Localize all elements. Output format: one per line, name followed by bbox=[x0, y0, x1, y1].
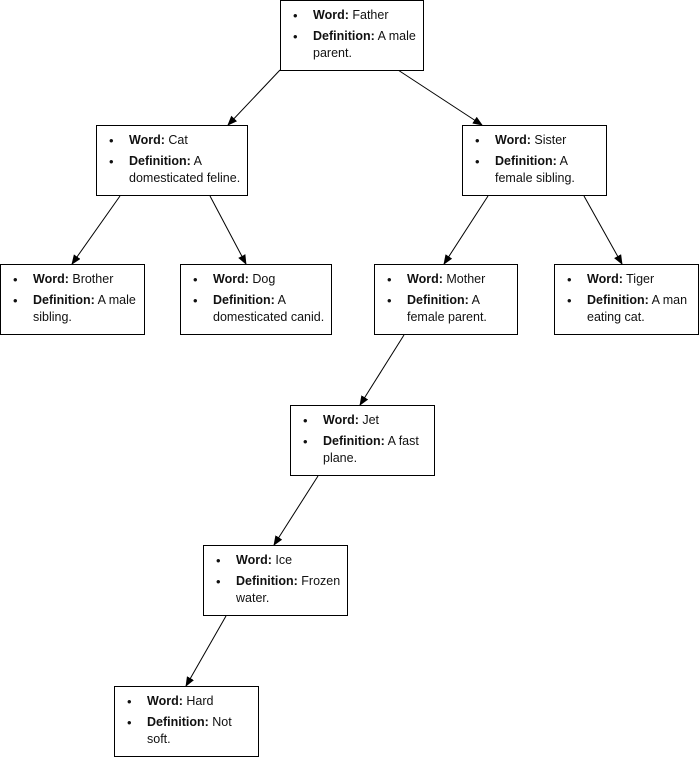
definition-line: Definition: A domesticated feline. bbox=[107, 153, 241, 187]
definition-value: A fast plane. bbox=[323, 434, 419, 465]
word-line: Word: Sister bbox=[473, 132, 600, 149]
definition-value: Frozen water. bbox=[236, 574, 341, 605]
word-label: Word: bbox=[236, 553, 272, 567]
word-label: Word: bbox=[213, 272, 249, 286]
definition-line: Definition: A domesticated canid. bbox=[191, 292, 325, 326]
word-label: Word: bbox=[313, 8, 349, 22]
word-line: Word: Hard bbox=[125, 693, 252, 710]
word-value: Brother bbox=[72, 272, 114, 286]
definition-label: Definition: bbox=[33, 293, 95, 307]
edge-sister-to-tiger bbox=[583, 195, 623, 265]
edge-father-to-sister bbox=[397, 69, 483, 126]
definition-line: Definition: A male parent. bbox=[291, 28, 417, 62]
word-line: Word: Dog bbox=[191, 271, 325, 288]
definition-value: A female parent. bbox=[407, 293, 487, 324]
word-line: Word: Tiger bbox=[565, 271, 692, 288]
word-label: Word: bbox=[33, 272, 69, 286]
edge-cat-to-brother bbox=[71, 195, 121, 265]
definition-value: A male sibling. bbox=[33, 293, 136, 324]
edge-mother-to-jet bbox=[359, 334, 405, 406]
node-father: Word: Father Definition: A male parent. bbox=[280, 0, 424, 71]
word-value: Mother bbox=[446, 272, 486, 286]
definition-line: Definition: A female sibling. bbox=[473, 153, 600, 187]
word-line: Word: Brother bbox=[11, 271, 138, 288]
node-tiger: Word: Tiger Definition: A man eating cat… bbox=[554, 264, 699, 335]
node-hard: Word: Hard Definition: Not soft. bbox=[114, 686, 259, 757]
definition-value: Not soft. bbox=[147, 715, 232, 746]
word-label: Word: bbox=[129, 133, 165, 147]
definition-label: Definition: bbox=[213, 293, 275, 307]
node-jet: Word: Jet Definition: A fast plane. bbox=[290, 405, 435, 476]
definition-label: Definition: bbox=[129, 154, 191, 168]
word-label: Word: bbox=[587, 272, 623, 286]
definition-line: Definition: A male sibling. bbox=[11, 292, 138, 326]
word-label: Word: bbox=[495, 133, 531, 147]
definition-label: Definition: bbox=[587, 293, 649, 307]
word-line: Word: Ice bbox=[214, 552, 341, 569]
edge-ice-to-hard bbox=[185, 615, 227, 687]
node-mother: Word: Mother Definition: A female parent… bbox=[374, 264, 518, 335]
definition-label: Definition: bbox=[313, 29, 375, 43]
definition-value: A domesticated feline. bbox=[129, 154, 241, 185]
definition-line: Definition: A female parent. bbox=[385, 292, 511, 326]
word-value: Jet bbox=[362, 413, 380, 427]
word-value: Cat bbox=[168, 133, 188, 147]
definition-line: Definition: Not soft. bbox=[125, 714, 252, 748]
word-label: Word: bbox=[147, 694, 183, 708]
definition-value: A female sibling. bbox=[495, 154, 575, 185]
word-value: Father bbox=[352, 8, 389, 22]
definition-line: Definition: Frozen water. bbox=[214, 573, 341, 607]
word-label: Word: bbox=[323, 413, 359, 427]
node-brother: Word: Brother Definition: A male sibling… bbox=[0, 264, 145, 335]
definition-label: Definition: bbox=[236, 574, 298, 588]
word-value: Sister bbox=[534, 133, 567, 147]
definition-line: Definition: A man eating cat. bbox=[565, 292, 692, 326]
definition-label: Definition: bbox=[407, 293, 469, 307]
definition-label: Definition: bbox=[323, 434, 385, 448]
word-value: Dog bbox=[252, 272, 276, 286]
edge-sister-to-mother bbox=[443, 195, 489, 265]
word-line: Word: Father bbox=[291, 7, 417, 24]
node-dog: Word: Dog Definition: A domesticated can… bbox=[180, 264, 332, 335]
definition-value: A man eating cat. bbox=[587, 293, 688, 324]
definition-label: Definition: bbox=[147, 715, 209, 729]
word-line: Word: Mother bbox=[385, 271, 511, 288]
word-value: Hard bbox=[186, 694, 214, 708]
definition-value: A male parent. bbox=[313, 29, 416, 60]
word-label: Word: bbox=[407, 272, 443, 286]
definition-line: Definition: A fast plane. bbox=[301, 433, 428, 467]
word-value: Tiger bbox=[626, 272, 655, 286]
node-ice: Word: Ice Definition: Frozen water. bbox=[203, 545, 348, 616]
definition-label: Definition: bbox=[495, 154, 557, 168]
word-line: Word: Jet bbox=[301, 412, 428, 429]
node-cat: Word: Cat Definition: A domesticated fel… bbox=[96, 125, 248, 196]
edge-cat-to-dog bbox=[209, 195, 247, 265]
word-line: Word: Cat bbox=[107, 132, 241, 149]
edge-father-to-cat bbox=[227, 69, 281, 126]
node-sister: Word: Sister Definition: A female siblin… bbox=[462, 125, 607, 196]
word-value: Ice bbox=[275, 553, 293, 567]
definition-value: A domesticated canid. bbox=[213, 293, 325, 324]
edge-jet-to-ice bbox=[273, 475, 319, 546]
